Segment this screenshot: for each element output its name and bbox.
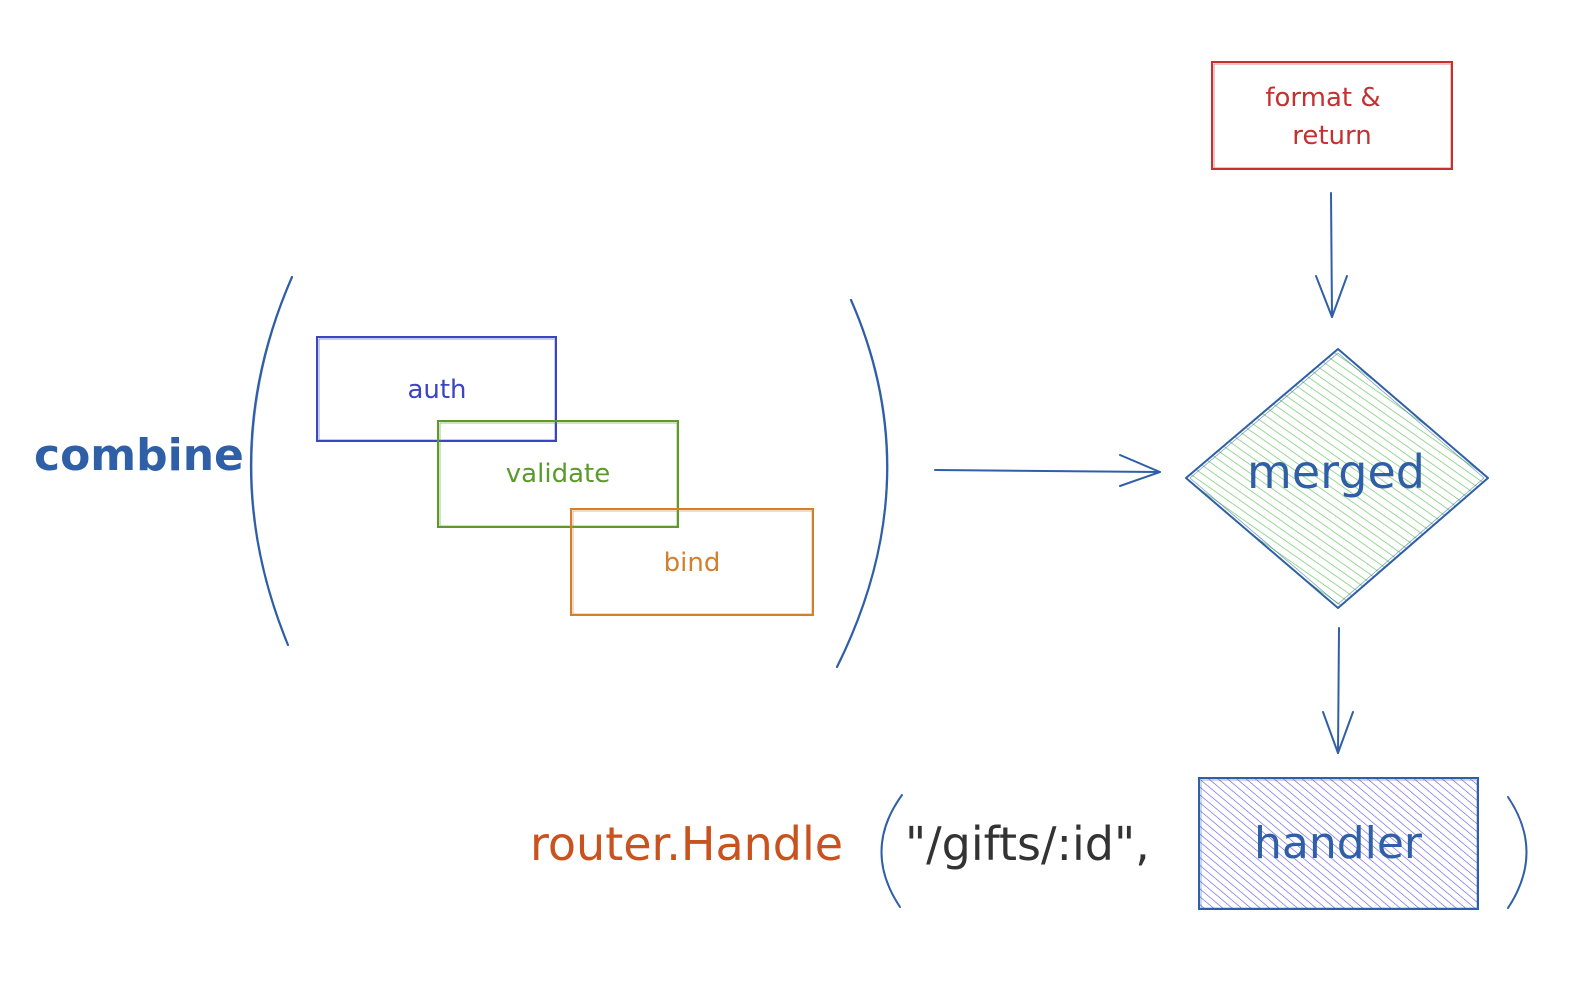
bind-label: bind (664, 548, 721, 578)
format-return-box: format & return (1211, 61, 1453, 170)
arrow-merged-to-handler (1322, 627, 1354, 754)
router-handle-function: router.Handle (530, 817, 843, 871)
handler-label: handler (1254, 818, 1423, 869)
call-close-paren (1507, 796, 1528, 909)
validate-label: validate (506, 459, 610, 489)
auth-box: auth (316, 336, 557, 442)
right-paren-stroke2 (839, 304, 888, 663)
combine-label: combine (34, 430, 244, 481)
arrow-to-merged (934, 454, 1161, 487)
merged-label: merged (1247, 445, 1425, 499)
format-return-line1: format & (1265, 83, 1380, 113)
bind-box: bind (570, 508, 814, 616)
left-paren-stroke2 (251, 281, 291, 641)
call-open-paren (880, 794, 903, 908)
merged-diamond: merged (1185, 348, 1489, 609)
arrow-format-to-merged (1315, 192, 1348, 318)
left-paren (249, 275, 294, 647)
auth-label: auth (407, 375, 466, 405)
validate-box: validate (437, 420, 679, 528)
handler-box: handler (1198, 777, 1479, 910)
right-paren (835, 298, 889, 669)
route-string: "/gifts/:id", (905, 817, 1150, 871)
format-return-line2: return (1292, 121, 1372, 151)
